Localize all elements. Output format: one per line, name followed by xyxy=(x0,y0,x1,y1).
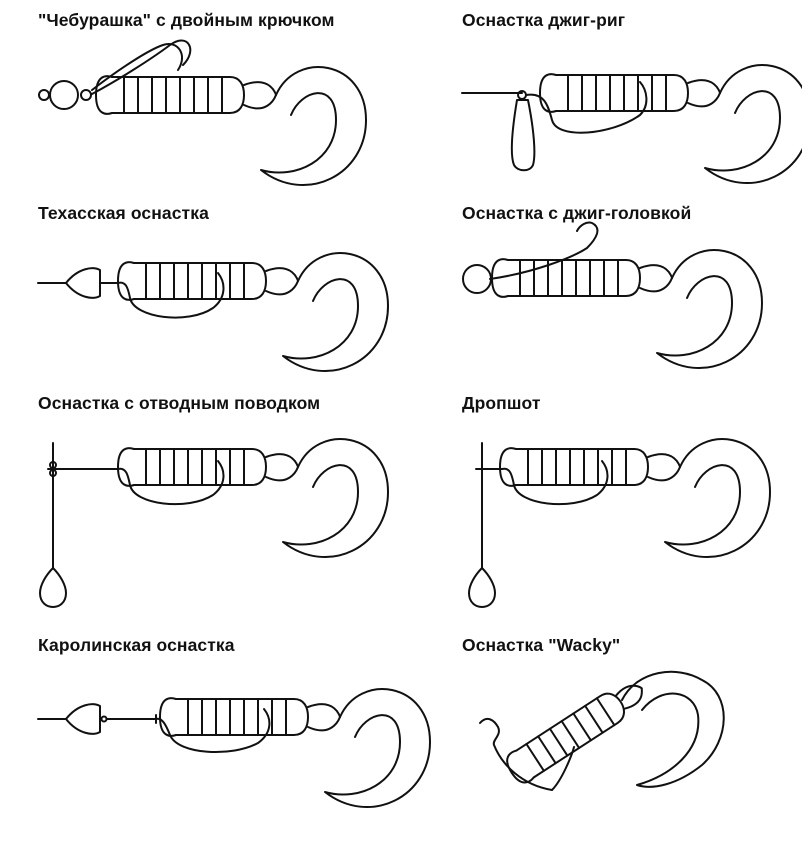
rig-illustration xyxy=(479,670,725,791)
jig-head-ball xyxy=(462,264,492,294)
rig-illustration xyxy=(37,688,431,809)
rig-title: Оснастка джиг-риг xyxy=(462,10,626,30)
rig-illustration xyxy=(468,438,771,608)
offset-hook xyxy=(117,272,225,319)
rig-title: Оснастка "Wacky" xyxy=(462,635,621,655)
pear-sinker xyxy=(468,567,496,608)
rig-title: Оснастка с отводным поводком xyxy=(38,393,321,413)
rig-illustration xyxy=(38,39,367,187)
rig-illustration xyxy=(462,221,763,370)
rig-illustration xyxy=(39,438,389,608)
bullet-sinker xyxy=(65,267,101,299)
offset-hook xyxy=(155,708,271,753)
rig-drop-leader: Оснастка с отводным поводком xyxy=(38,393,439,608)
offset-hook xyxy=(117,460,225,506)
rig-illustration xyxy=(461,64,802,185)
rig-title: Каролинская оснастка xyxy=(38,635,235,655)
elongated-sinker xyxy=(510,90,536,172)
cheburashka-weight xyxy=(38,80,92,110)
rig-illustration xyxy=(37,252,389,373)
worm-body xyxy=(491,249,763,370)
worm-body xyxy=(159,688,431,809)
rig-cheburashka: "Чебурашка" с двойным крючком xyxy=(38,10,439,222)
worm-body xyxy=(95,66,367,187)
wacky-hook xyxy=(479,717,575,791)
double-hook xyxy=(91,39,192,95)
worm-body xyxy=(117,252,389,373)
rig-jig-head: Оснастка с джиг-головкой xyxy=(462,203,802,415)
rig-jig-rig: Оснастка джиг-риг xyxy=(461,10,802,222)
hook xyxy=(525,81,648,134)
offset-hook xyxy=(501,460,609,506)
rig-texas: Техасская оснастка xyxy=(37,203,439,415)
rig-title: "Чебурашка" с двойным крючком xyxy=(38,10,335,30)
worm-body xyxy=(499,438,771,559)
rig-carolina: Каролинская оснастка xyxy=(37,635,439,847)
rig-title: Оснастка с джиг-головкой xyxy=(462,203,692,223)
bead xyxy=(100,715,108,723)
rig-dropshot: Дропшот xyxy=(462,393,802,608)
bullet-sinker xyxy=(65,703,101,735)
worm-body xyxy=(117,438,389,559)
rig-title: Дропшот xyxy=(462,393,541,413)
worm-body xyxy=(539,64,802,185)
rig-wacky: Оснастка "Wacky" xyxy=(462,635,802,847)
worm-tail xyxy=(621,670,725,788)
pear-sinker xyxy=(39,567,67,608)
jig-hook xyxy=(489,221,599,280)
rig-title: Техасская оснастка xyxy=(38,203,209,223)
